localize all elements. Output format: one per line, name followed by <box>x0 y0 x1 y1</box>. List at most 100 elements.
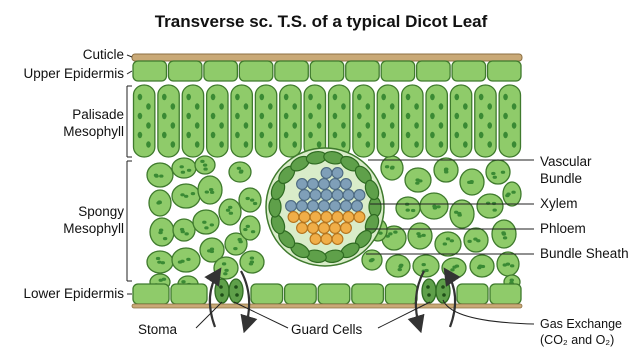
chloroplast <box>441 285 445 289</box>
palisade-cell <box>231 85 252 157</box>
chloroplast <box>235 132 240 138</box>
chloroplast <box>463 103 468 109</box>
epidermal-cell <box>417 61 450 81</box>
gas-arrow <box>241 271 249 329</box>
chloroplast <box>454 132 459 138</box>
spongy-cell <box>486 160 510 184</box>
epidermal-cell <box>171 284 207 304</box>
epidermal-cell <box>285 284 317 304</box>
spongy-cell <box>503 182 521 206</box>
chloroplast <box>439 103 444 109</box>
chloroplast <box>511 191 515 194</box>
chloroplast <box>138 94 143 100</box>
chloroplast <box>503 236 507 239</box>
label-upper-epidermis: Upper Epidermis <box>23 66 124 81</box>
chloroplast <box>171 122 176 128</box>
chloroplast <box>259 132 264 138</box>
spongy-cell <box>362 250 382 270</box>
xylem-cell <box>330 201 341 212</box>
chloroplast <box>366 103 371 109</box>
chloroplast <box>385 165 389 168</box>
chloroplast <box>455 264 459 267</box>
spongy-cell <box>198 176 222 204</box>
chloroplast <box>411 209 415 212</box>
chloroplast <box>506 192 510 195</box>
chloroplast <box>146 122 151 128</box>
chloroplast <box>246 197 250 200</box>
chloroplast <box>191 192 195 195</box>
chloroplast <box>503 113 508 119</box>
spongy-cell <box>470 255 494 277</box>
label-cuticle: Cuticle <box>83 47 124 62</box>
chloroplast <box>333 113 338 119</box>
xylem-cell <box>332 190 343 201</box>
palisade-mesophyll-layer <box>134 85 521 157</box>
chloroplast <box>220 293 224 297</box>
chloroplast <box>234 285 238 289</box>
chloroplast <box>308 113 313 119</box>
chloroplast <box>398 265 402 268</box>
chloroplast <box>235 94 240 100</box>
chloroplast <box>171 103 176 109</box>
chloroplast <box>390 122 395 128</box>
stoma <box>416 271 455 329</box>
guard-cell <box>422 279 436 303</box>
chloroplast <box>406 94 411 100</box>
epidermal-cell <box>381 61 414 81</box>
xylem-cell <box>321 168 332 179</box>
chloroplast <box>244 122 249 128</box>
palisade-cell <box>182 85 203 157</box>
label-phloem: Phloem <box>540 221 586 236</box>
upper-epidermis-layer <box>132 54 522 81</box>
chloroplast <box>219 141 224 147</box>
spongy-cell <box>240 216 260 240</box>
chloroplast <box>477 266 481 269</box>
chloroplast <box>357 94 362 100</box>
chloroplast <box>398 268 402 271</box>
chloroplast <box>390 141 395 147</box>
palisade-cell <box>304 85 325 157</box>
label-bundle-sheath: Bundle Sheath <box>540 246 629 261</box>
label-lower-epidermis: Lower Epidermis <box>23 286 124 301</box>
chloroplast <box>268 103 273 109</box>
chloroplast <box>219 103 224 109</box>
xylem-cell <box>321 190 332 201</box>
chloroplast <box>186 258 190 261</box>
phloem-cell <box>288 212 299 223</box>
palisade-cell <box>158 85 179 157</box>
spongy-cell <box>172 248 200 272</box>
chloroplast <box>503 94 508 100</box>
chloroplast <box>246 225 250 228</box>
palisade-cell <box>402 85 423 157</box>
epidermal-cell <box>251 284 283 304</box>
chloroplast <box>512 141 517 147</box>
spongy-cell <box>239 188 261 212</box>
phloem-cell <box>299 212 310 223</box>
chloroplast <box>393 231 397 234</box>
chloroplast <box>249 262 253 265</box>
epidermal-cell <box>488 61 521 81</box>
palisade-cell <box>134 85 155 157</box>
chloroplast <box>390 166 394 169</box>
epidermal-cell <box>133 61 166 81</box>
chloroplast <box>157 200 161 203</box>
chloroplast <box>203 167 207 170</box>
upper-epidermis-leader <box>127 71 132 74</box>
xylem-cell <box>310 190 321 201</box>
chloroplast <box>492 208 496 211</box>
chloroplast <box>416 232 420 235</box>
chloroplast <box>406 132 411 138</box>
chloroplast <box>467 181 471 184</box>
chloroplast <box>211 113 216 119</box>
diagram-title: Transverse sc. T.S. of a typical Dicot L… <box>155 12 488 31</box>
chloroplast <box>205 190 209 193</box>
chloroplast <box>238 240 242 243</box>
spongy-cell <box>147 251 173 273</box>
chloroplast <box>406 209 410 212</box>
cuticle <box>132 54 522 61</box>
chloroplast <box>443 242 447 245</box>
chloroplast <box>284 132 289 138</box>
chloroplast <box>487 122 492 128</box>
chloroplast <box>180 165 184 168</box>
